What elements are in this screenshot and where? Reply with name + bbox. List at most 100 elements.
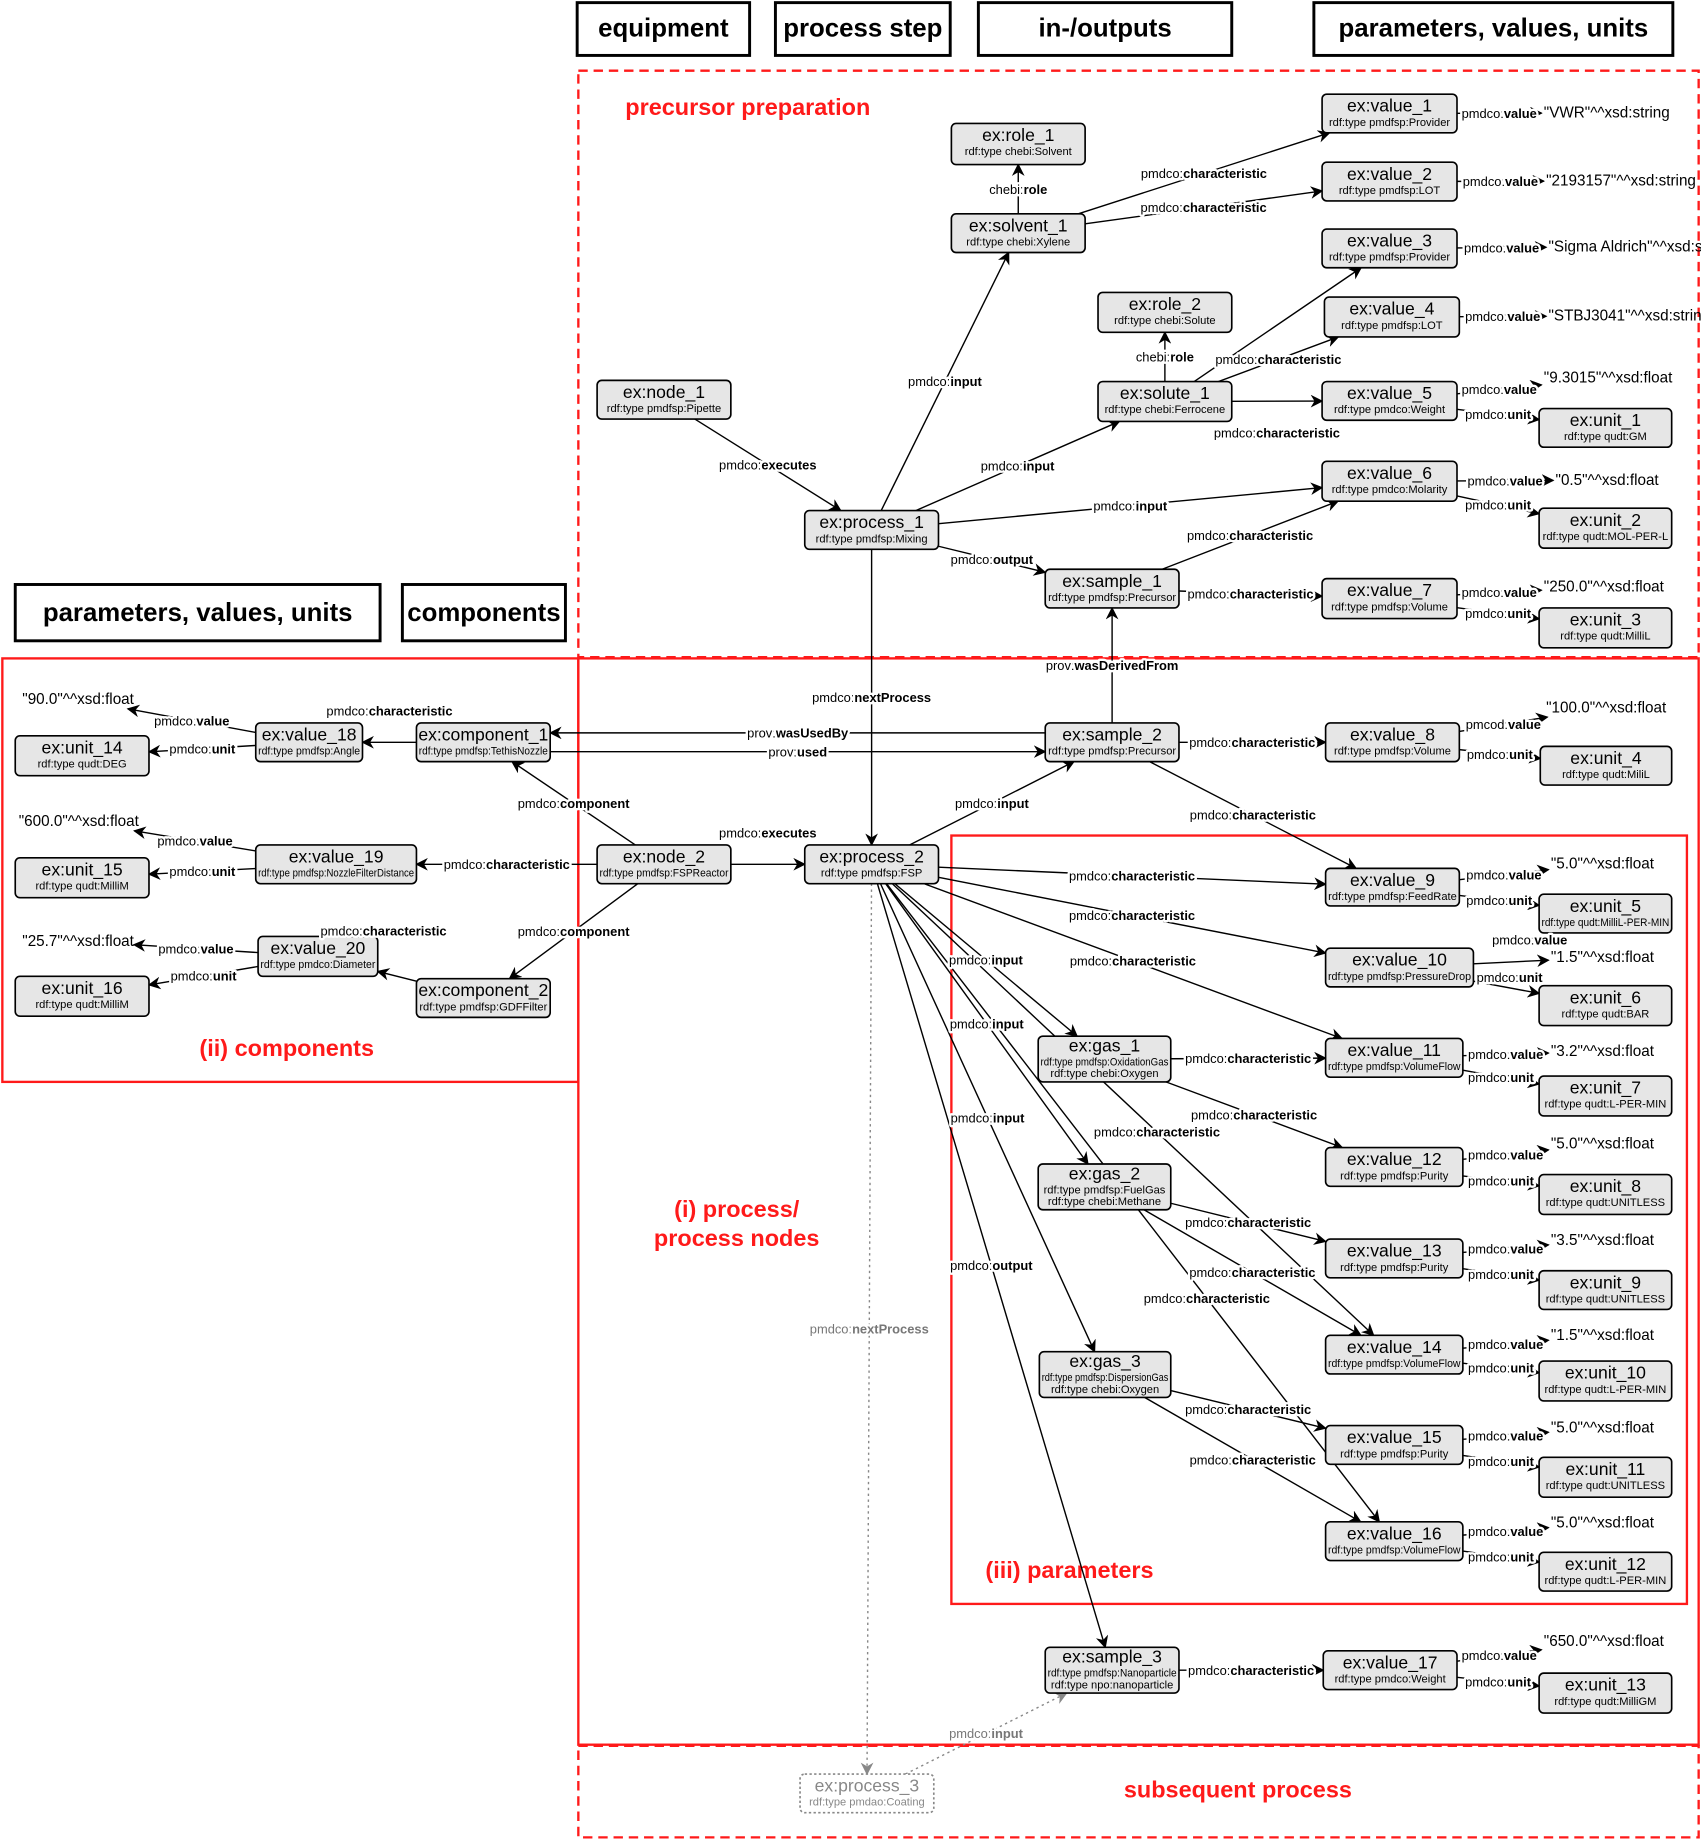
edge-line (376, 968, 417, 982)
node-type: rdf:type chebi:Solvent (965, 146, 1073, 158)
edge-line (1462, 1334, 1550, 1349)
edge-labels: pmdco:executespmdco:inputpmdco:inputpmdc… (152, 104, 1570, 1744)
node-label: ex:unit_9 (1570, 1272, 1641, 1293)
node-label: ex:value_7 (1347, 580, 1432, 601)
node-type: rdf:type pmdco:Weight (1334, 404, 1446, 416)
label-components: (ii) components (199, 1035, 374, 1061)
node-type: rdf:type pmdfsp:Volume (1334, 746, 1451, 758)
edge-line (1456, 474, 1555, 487)
edge-label: pmdco:unit (1468, 1454, 1535, 1469)
node-type: rdf:type qudt:MilliM (35, 999, 128, 1011)
node-label: ex:value_20 (271, 938, 366, 959)
edge-label: pmdco:input (949, 953, 1023, 968)
edge-line (938, 482, 1324, 525)
edge-line (1462, 1522, 1550, 1536)
edge-label: pmdco:characteristic (326, 703, 452, 718)
edge-line (938, 876, 1327, 958)
edge-label: pmdco:unit (1467, 747, 1534, 762)
edge-label: pmdco:characteristic (1069, 908, 1195, 923)
edge-line (1218, 335, 1340, 383)
edge-label: pmdco:value (1492, 933, 1567, 948)
edge-label: pmdco:value (158, 941, 233, 956)
edge-line (510, 760, 636, 846)
node-type: rdf:type pmdco:Molarity (1332, 484, 1448, 496)
edge-line (1149, 761, 1358, 870)
node-label: ex:value_11 (1347, 1040, 1441, 1061)
precursor-region (577, 69, 1700, 659)
edge-label: pmdco:unit (171, 968, 238, 983)
node-type: rdf:type chebi:Oxygen (1051, 1384, 1159, 1396)
node-label: ex:unit_14 (42, 737, 123, 758)
node-label: ex:unit_3 (1570, 610, 1641, 631)
literal-value: "1.5"^^xsd:float (1551, 1327, 1655, 1344)
edge-line (1462, 1426, 1550, 1441)
edge-label: pmdco:unit (1468, 1549, 1535, 1564)
node-type: rdf:type qudt:GM (1564, 431, 1647, 443)
edge-line (1459, 894, 1541, 911)
literal-value: "9.3015"^^xsd:float (1544, 370, 1673, 387)
edge-label: pmdco:value (157, 834, 232, 849)
edge-line (1078, 130, 1331, 215)
edge-label: pmdco:characteristic (1141, 166, 1267, 181)
edge-label: pmdco:input (981, 459, 1055, 474)
label-process-nodes-2: process nodes (654, 1225, 820, 1251)
edge-label: pmdco:characteristic (1191, 1107, 1317, 1122)
node-label: ex:value_9 (1350, 870, 1435, 891)
edge-line (905, 1692, 1068, 1775)
node-label: ex:unit_12 (1565, 1554, 1646, 1575)
